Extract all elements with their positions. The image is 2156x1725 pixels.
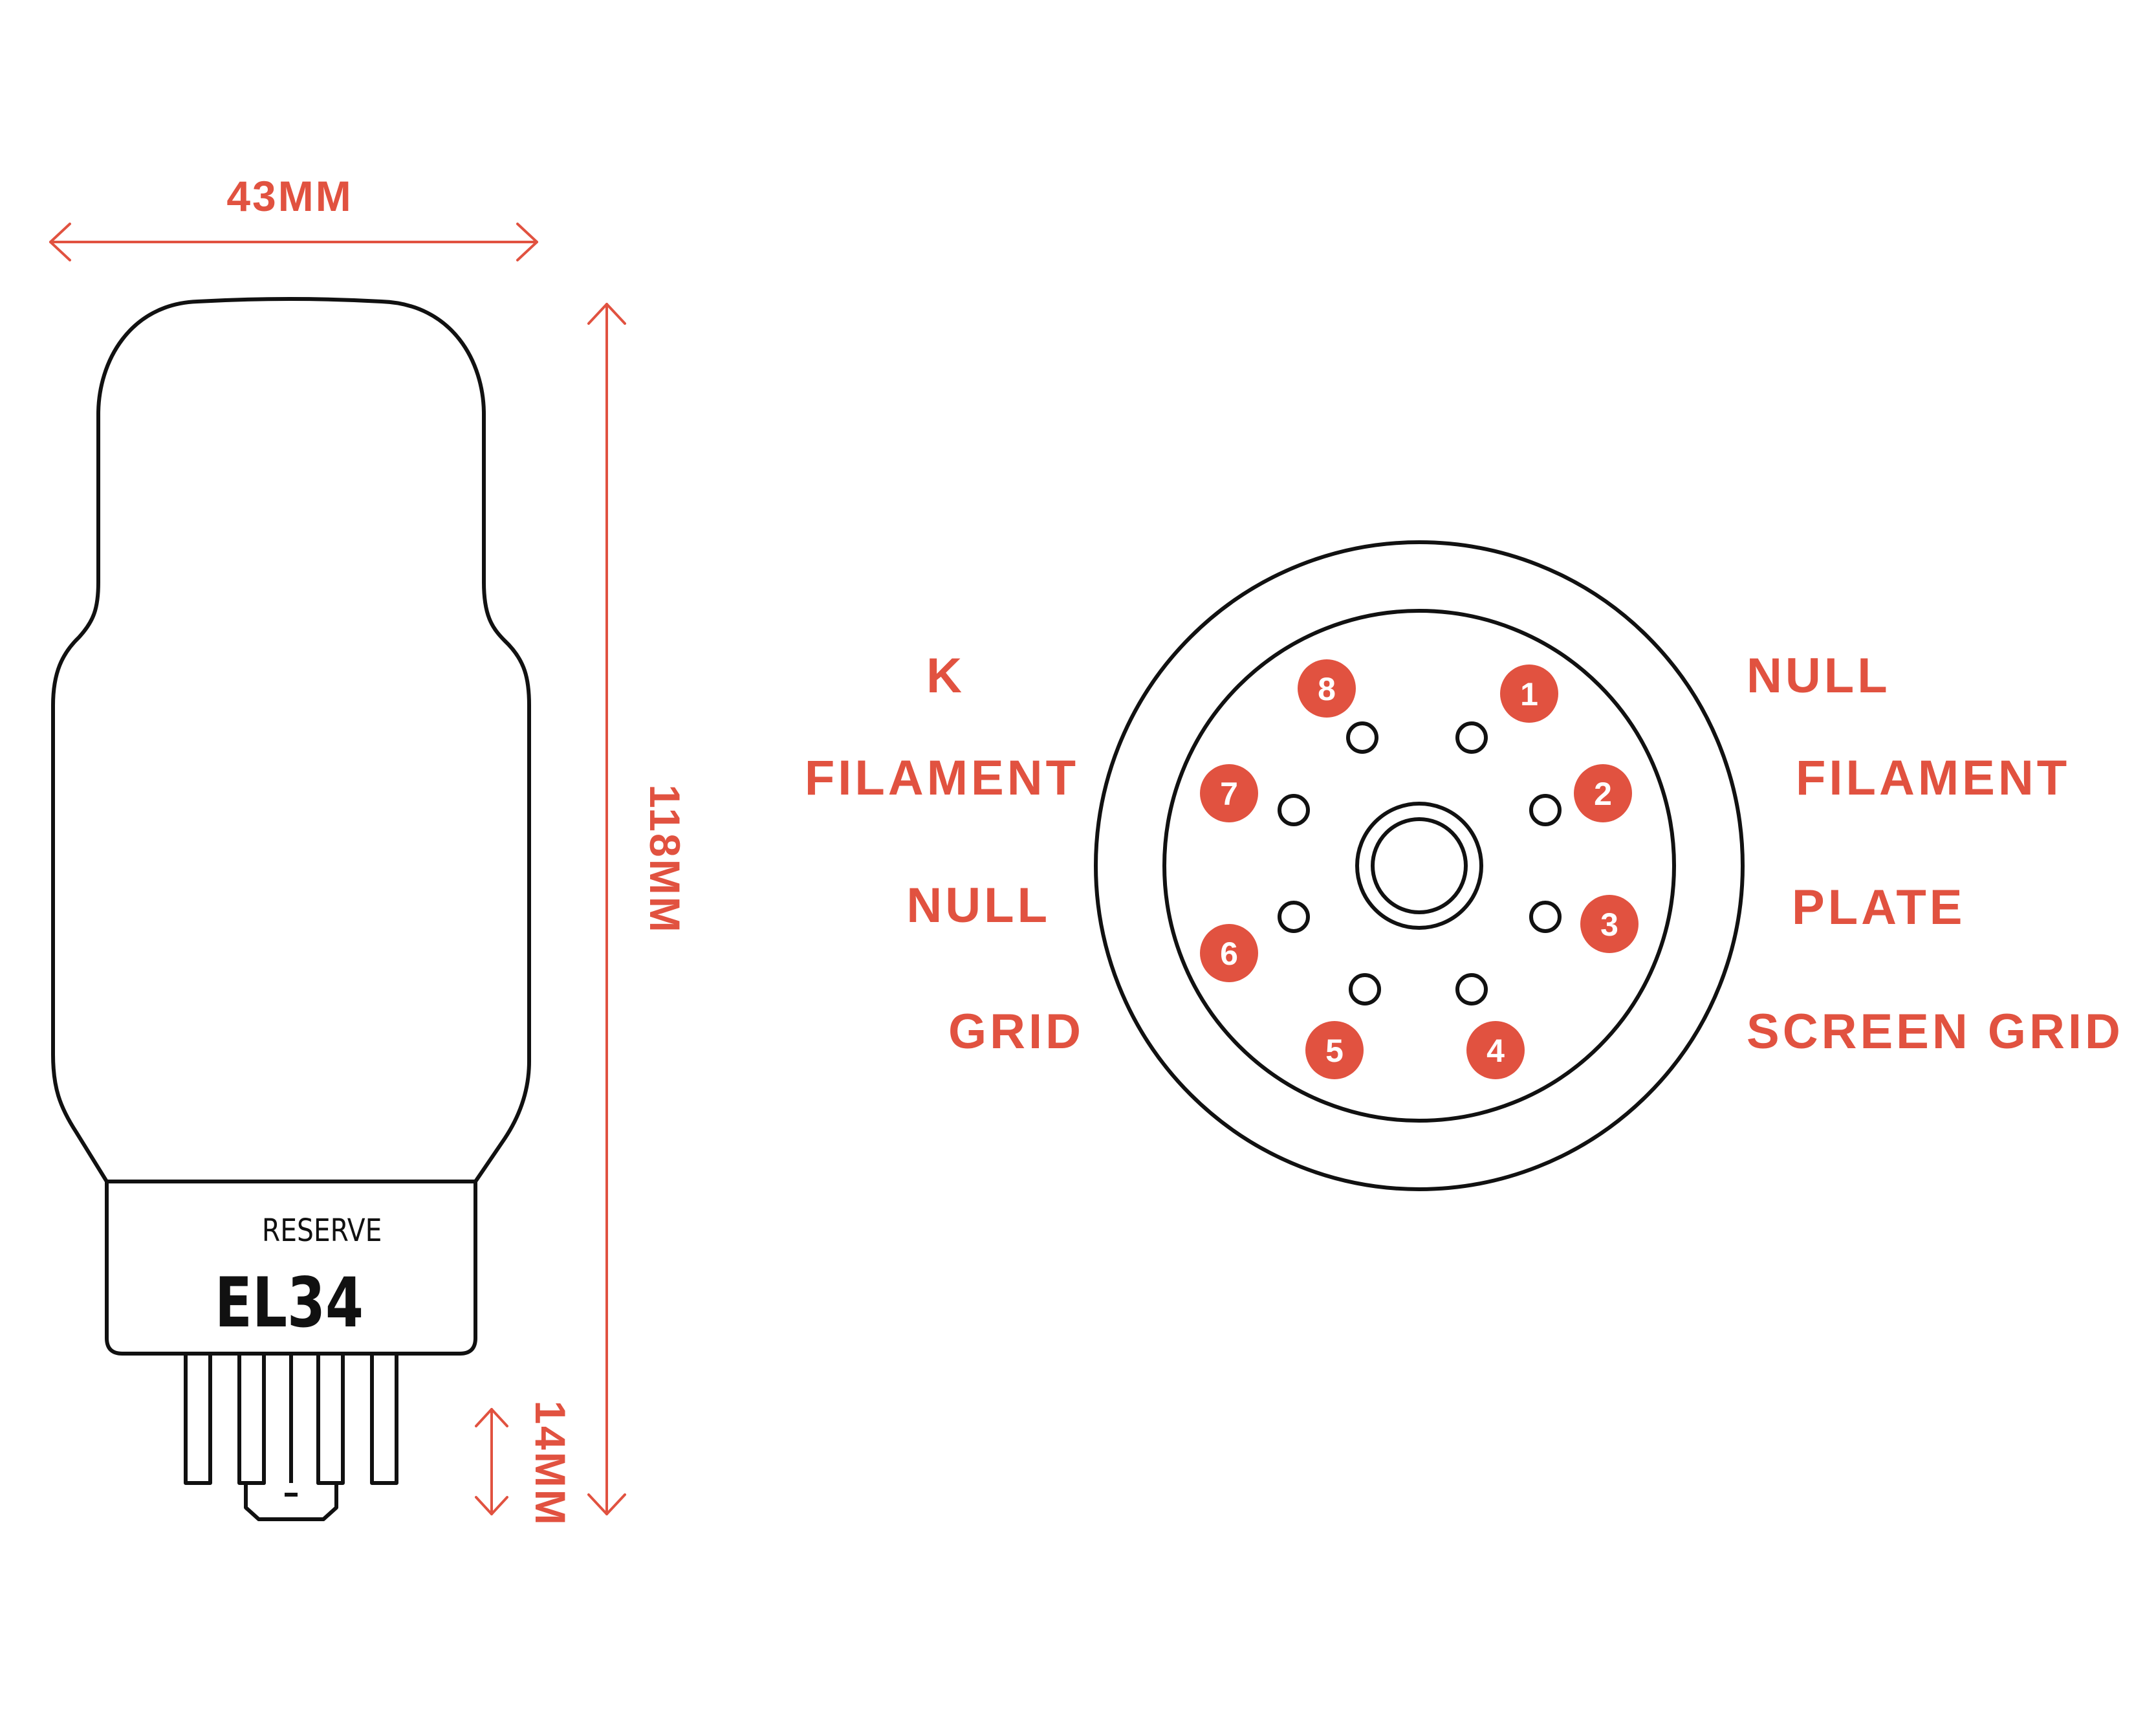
socket-inner-ring <box>1162 609 1676 1123</box>
tube-pin <box>237 1352 266 1485</box>
pin-badge-7: 7 <box>1200 764 1258 822</box>
pin-badge-8: 8 <box>1298 659 1356 718</box>
pin-label-8: K <box>926 648 965 703</box>
pin-hole-2 <box>1529 794 1562 826</box>
height-arrow <box>587 303 626 1515</box>
pin-label-5: GRID <box>948 1004 1084 1059</box>
pin-number: 2 <box>1594 776 1612 812</box>
pin-hole-5 <box>1349 973 1381 1005</box>
pin-badge-circle <box>1580 895 1639 953</box>
pin-hole-3 <box>1529 901 1562 933</box>
pin-badge-circle <box>1298 659 1356 718</box>
key-post-outer <box>1355 802 1483 930</box>
pin-badge-circle <box>1200 924 1258 982</box>
model-text: EL34 <box>215 1263 364 1343</box>
pin-length-label: 14MM <box>527 1400 574 1526</box>
key-post-inner <box>1371 817 1468 914</box>
pin-number: 8 <box>1318 671 1336 707</box>
brand-text: RESERVE <box>262 1213 382 1249</box>
pin-badge-circle <box>1500 665 1558 723</box>
pin-badge-1: 1 <box>1500 665 1558 723</box>
pin-label-4: SCREEN GRID <box>1747 1004 2124 1059</box>
tube-pins <box>184 1352 398 1521</box>
width-dimension: 43MM <box>49 172 538 261</box>
pin-badge-2: 2 <box>1574 764 1632 822</box>
pin-label-7: FILAMENT <box>805 751 1079 806</box>
socket-outer-ring <box>1094 540 1745 1191</box>
pin-badge-4: 4 <box>1466 1021 1525 1079</box>
tube-glass-envelope <box>51 297 531 1183</box>
tube-pin <box>184 1352 212 1485</box>
pin-number: 3 <box>1600 906 1618 943</box>
height-label: 118MM <box>641 784 689 934</box>
tube-pin <box>316 1352 345 1485</box>
pin-hole-6 <box>1278 901 1310 933</box>
pin-hole-7 <box>1278 794 1310 826</box>
pin-badge-circle <box>1305 1021 1364 1079</box>
pin-hole-4 <box>1455 973 1488 1005</box>
pin-badge-circle <box>1466 1021 1525 1079</box>
pin-hole-8 <box>1346 721 1378 754</box>
tube-pin <box>370 1352 398 1485</box>
pin-holes <box>1278 721 1562 1005</box>
pin-number: 7 <box>1220 776 1238 812</box>
tube-side-view: RESERVE EL34 <box>51 297 531 1521</box>
width-arrow <box>49 223 538 261</box>
pin-badge-circle <box>1574 764 1632 822</box>
pin-badge-circle <box>1200 764 1258 822</box>
pin-number: 6 <box>1220 936 1238 972</box>
pin-badge-6: 6 <box>1200 924 1258 982</box>
pin-label-2: FILAMENT <box>1796 751 2070 806</box>
pin-hole-1 <box>1455 721 1488 754</box>
width-label: 43MM <box>226 172 353 220</box>
pin-number: 1 <box>1520 676 1538 712</box>
tube-base <box>105 1180 477 1356</box>
pin-length-arrow <box>475 1408 508 1515</box>
pin-label-1: NULL <box>1747 648 1891 703</box>
pin-labels: NULL FILAMENT PLATE SCREEN GRID GRID NULL FILA… <box>805 648 2124 1059</box>
pin-label-3: PLATE <box>1792 880 1965 935</box>
height-dimension: 118MM <box>587 303 689 1515</box>
pin-badges: 1 2 3 4 5 6 7 8 <box>1200 659 1639 1079</box>
pin-length-dimension: 14MM <box>475 1400 574 1527</box>
pinout-view: 1 2 3 4 5 6 7 8 NULL FILAMENT PLATE SCREEN GRID GRI… <box>805 540 2124 1191</box>
pin-number: 5 <box>1325 1033 1344 1069</box>
pin-badge-3: 3 <box>1580 895 1639 953</box>
pin-badge-5: 5 <box>1305 1021 1364 1079</box>
pin-label-6: NULL <box>906 878 1051 933</box>
pin-number: 4 <box>1486 1033 1505 1069</box>
tube-key-post <box>244 1352 338 1521</box>
